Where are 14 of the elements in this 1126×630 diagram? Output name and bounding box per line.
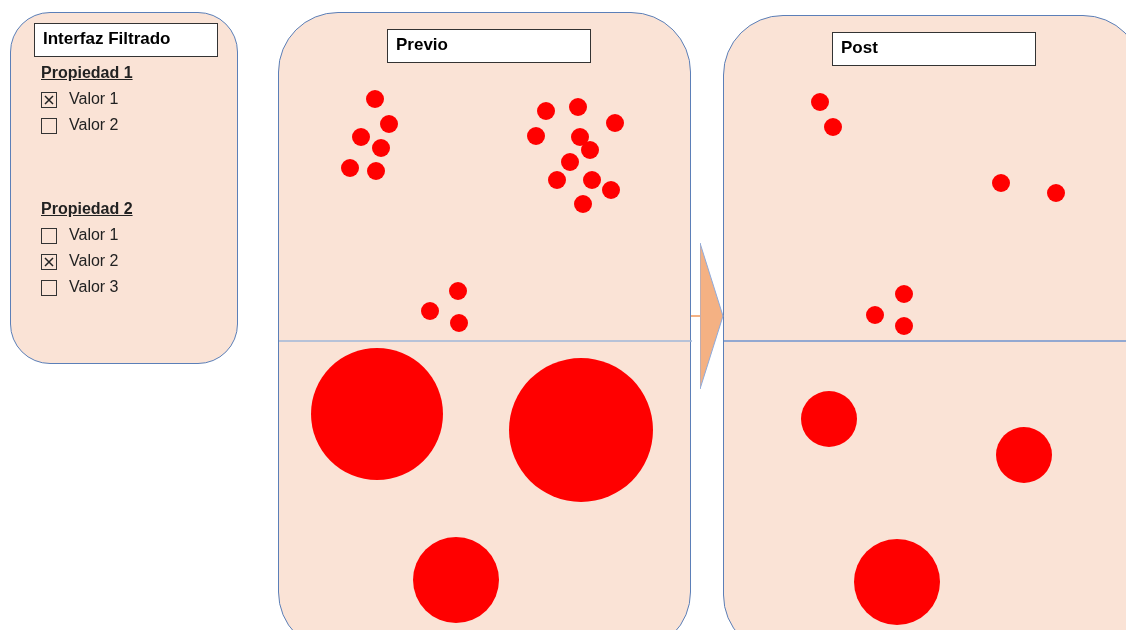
option-label: Valor 1 [69, 90, 119, 108]
option-label: Valor 3 [69, 278, 119, 296]
panel-title: Post [832, 32, 1036, 66]
arrow [690, 242, 724, 390]
state-panel [278, 12, 691, 630]
property-heading: Propiedad 1 [41, 64, 133, 82]
property-heading: Propiedad 2 [41, 200, 133, 218]
state-panel [723, 15, 1126, 630]
filter-panel [10, 12, 238, 364]
panel-title: Previo [387, 29, 591, 63]
panel-title: Interfaz Filtrado [34, 23, 218, 57]
option-label: Valor 2 [69, 252, 119, 270]
option-label: Valor 1 [69, 226, 119, 244]
option-label: Valor 2 [69, 116, 119, 134]
